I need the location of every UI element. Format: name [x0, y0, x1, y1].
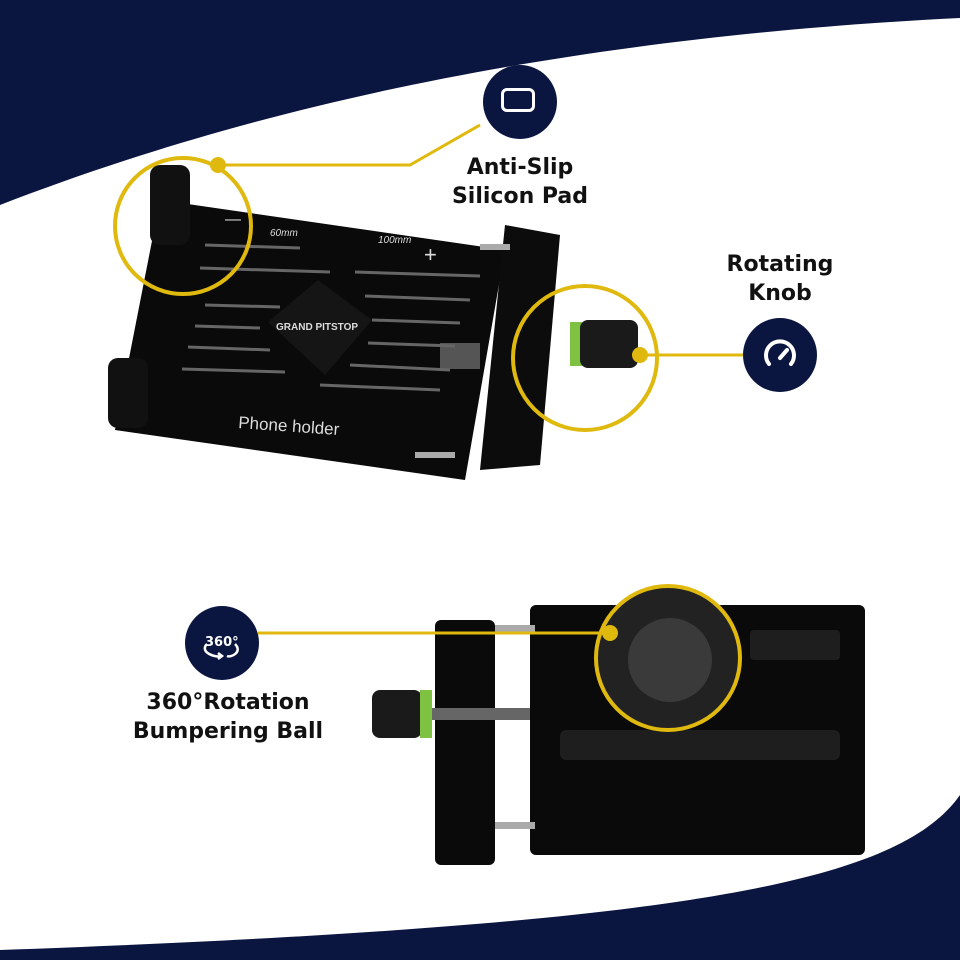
minus-sign: —	[225, 211, 241, 228]
rotate-360-icon: 360°	[203, 635, 239, 660]
feature-title-line2: Knob	[748, 281, 812, 306]
feature-rotation-ball-label: 360°Rotation Bumpering Ball	[118, 688, 338, 746]
feature-rotating-knob-label: Rotating Knob	[680, 250, 880, 308]
brand-logo-text: GRAND PITSTOP	[276, 322, 358, 333]
min-width-text: 60mm	[270, 228, 298, 239]
feature-title-line1: Rotating	[726, 252, 834, 277]
rotate-360-icon-text: 360°	[205, 635, 239, 650]
plus-sign: +	[424, 242, 437, 267]
anti-slip-icon-badge	[483, 65, 557, 139]
feature-title-line2: Silicon Pad	[451, 184, 589, 209]
max-width-text: 100mm	[378, 235, 411, 246]
gauge-icon	[764, 339, 796, 366]
rotating-knob-icon-badge	[743, 318, 817, 392]
feature-title-line1: 360°Rotation	[146, 690, 310, 715]
feature-anti-slip-label: Anti-Slip Silicon Pad	[420, 153, 620, 211]
feature-title-line2: Bumpering Ball	[132, 719, 324, 744]
rounded-rectangle-icon	[501, 88, 535, 112]
rotation-icon-badge: 360°	[185, 606, 259, 680]
feature-title-line1: Anti-Slip	[466, 155, 574, 180]
